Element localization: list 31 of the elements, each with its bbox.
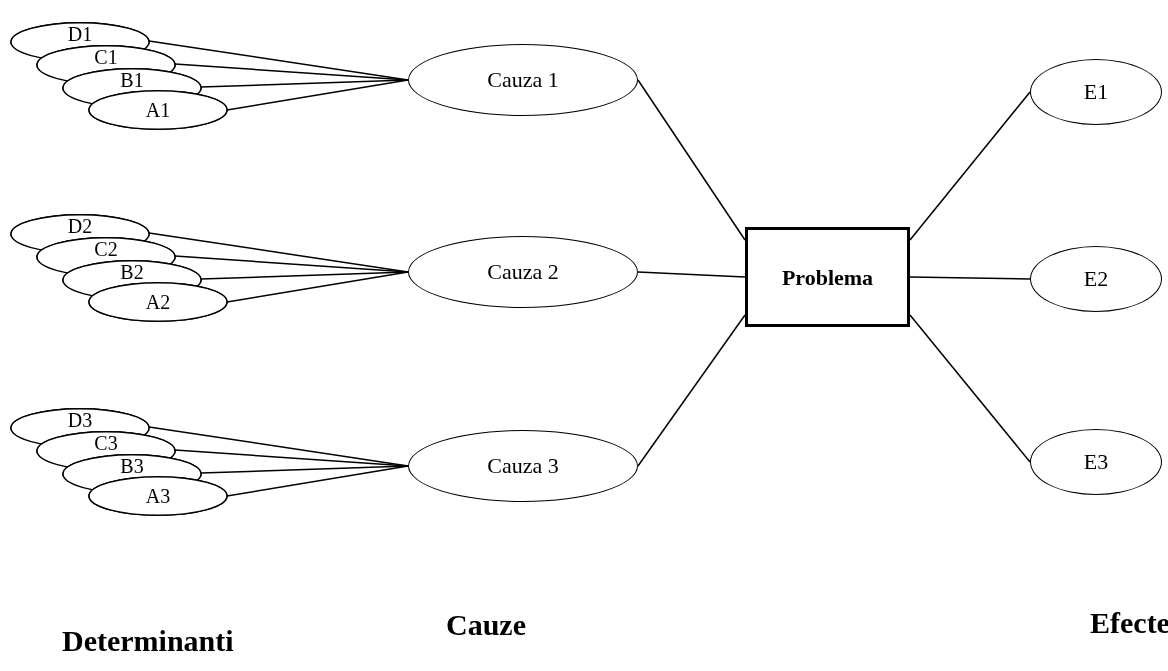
- node-text: E1: [1083, 81, 1109, 103]
- node-text: E3: [1083, 451, 1109, 473]
- node-text: Cauza 2: [487, 261, 559, 283]
- ellipse-label: B3: [120, 455, 144, 477]
- ellipse-label: C3: [94, 432, 118, 454]
- ellipse-label: B2: [120, 261, 144, 283]
- connector-line: [909, 276, 1031, 280]
- column-heading: Cauze: [446, 607, 526, 643]
- connector-line: [909, 91, 1031, 241]
- node-text: Cauza 3: [487, 455, 559, 477]
- node-text: Cauza 1: [487, 69, 559, 91]
- ellipse-label: D1: [67, 23, 93, 45]
- connector-line: [637, 271, 746, 278]
- connector-line: [637, 314, 746, 467]
- connector-line: [226, 271, 409, 303]
- ellipse-label: A1: [145, 99, 171, 121]
- column-heading: Determinanti: [62, 623, 234, 659]
- ellipse-label: D3: [67, 409, 93, 431]
- node-text: Problema: [781, 263, 874, 292]
- connector-line: [637, 79, 746, 241]
- node-text: E2: [1083, 268, 1109, 290]
- ellipse-label: A2: [145, 291, 171, 313]
- ellipse-label: C1: [94, 46, 118, 68]
- connector-line: [226, 79, 409, 111]
- connector-line: [226, 465, 409, 497]
- ellipse-label: D2: [67, 215, 93, 237]
- ellipse-label: C2: [94, 238, 118, 260]
- ellipse-label: B1: [120, 69, 144, 91]
- ellipse-label: A3: [145, 485, 171, 507]
- problem-box: [745, 227, 910, 327]
- connector-line: [909, 314, 1031, 463]
